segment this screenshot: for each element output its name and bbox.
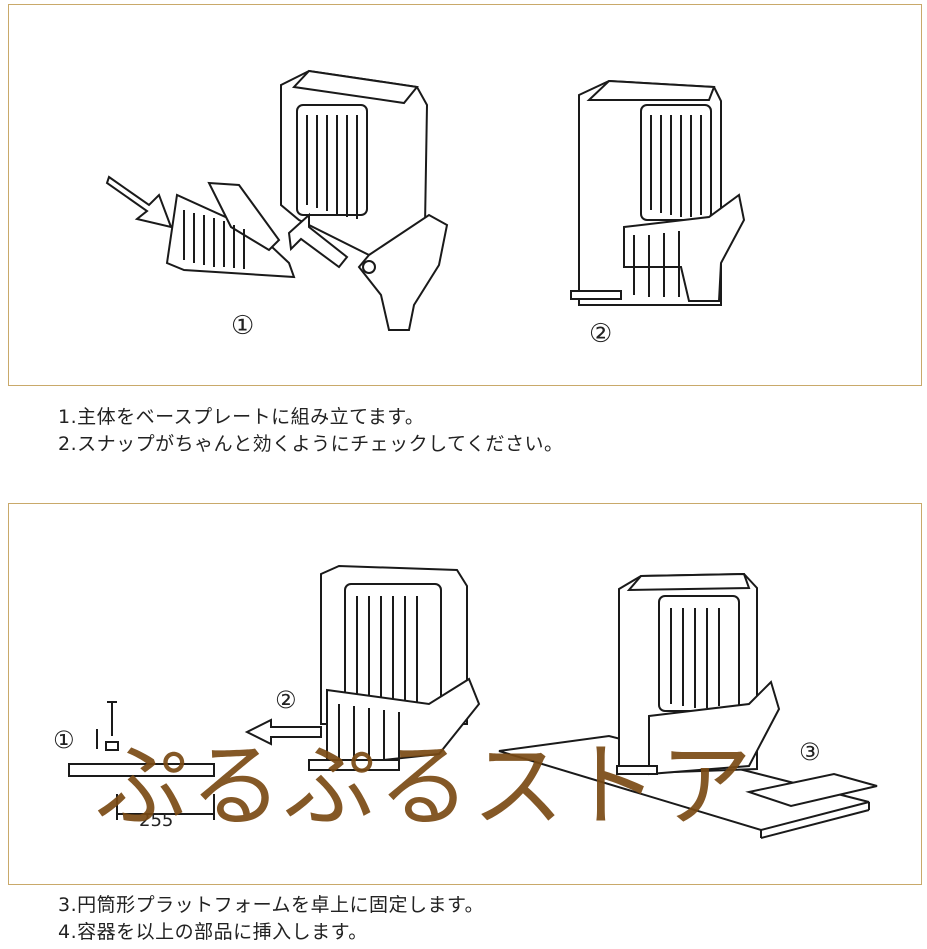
- base-plate-left: [165, 181, 296, 279]
- assembly-step-panel-bottom: ① ② ③ 255: [8, 503, 922, 885]
- step-label-2: ②: [275, 686, 297, 714]
- table-board: [498, 734, 870, 839]
- instruction-caption-bottom: 3.円筒形プラットフォームを卓上に固定します。 4.容器を以上の部品に挿入します…: [58, 892, 484, 946]
- assembled-unit: [570, 79, 746, 306]
- assembly-illustration-bottom: [68, 564, 878, 839]
- drip-tray: [745, 772, 878, 808]
- container-on-base: [308, 564, 481, 771]
- instruction-line-3: 3.円筒形プラットフォームを卓上に固定します。: [58, 894, 485, 916]
- final-unit: [616, 572, 781, 776]
- assembly-illustration-top: [105, 69, 746, 331]
- slide-arrow: [244, 718, 322, 746]
- step-label-3: ③: [799, 738, 821, 766]
- assembly-step-panel-top: ① ②: [8, 4, 922, 386]
- store-watermark: ぷるぷるストア: [96, 733, 755, 840]
- step-label-1: ①: [53, 726, 75, 754]
- container-tilted: [280, 69, 449, 331]
- insert-arrow-left: [105, 175, 173, 229]
- instruction-caption-top: 1.主体をベースプレートに組み立てます。 2.スナップがちゃんと効くようにチェッ…: [58, 404, 564, 458]
- instruction-line-1: 1.主体をベースプレートに組み立てます。: [58, 406, 425, 428]
- step-label-1: ①: [231, 311, 255, 341]
- screw-and-table: [68, 701, 215, 820]
- step-label-2: ②: [589, 319, 613, 349]
- instruction-line-2: 2.スナップがちゃんと効くようにチェックしてください。: [58, 433, 564, 455]
- dimension-label: 255: [139, 810, 174, 831]
- instruction-line-4: 4.容器を以上の部品に挿入します。: [58, 921, 368, 943]
- insert-arrow-right: [287, 212, 349, 269]
